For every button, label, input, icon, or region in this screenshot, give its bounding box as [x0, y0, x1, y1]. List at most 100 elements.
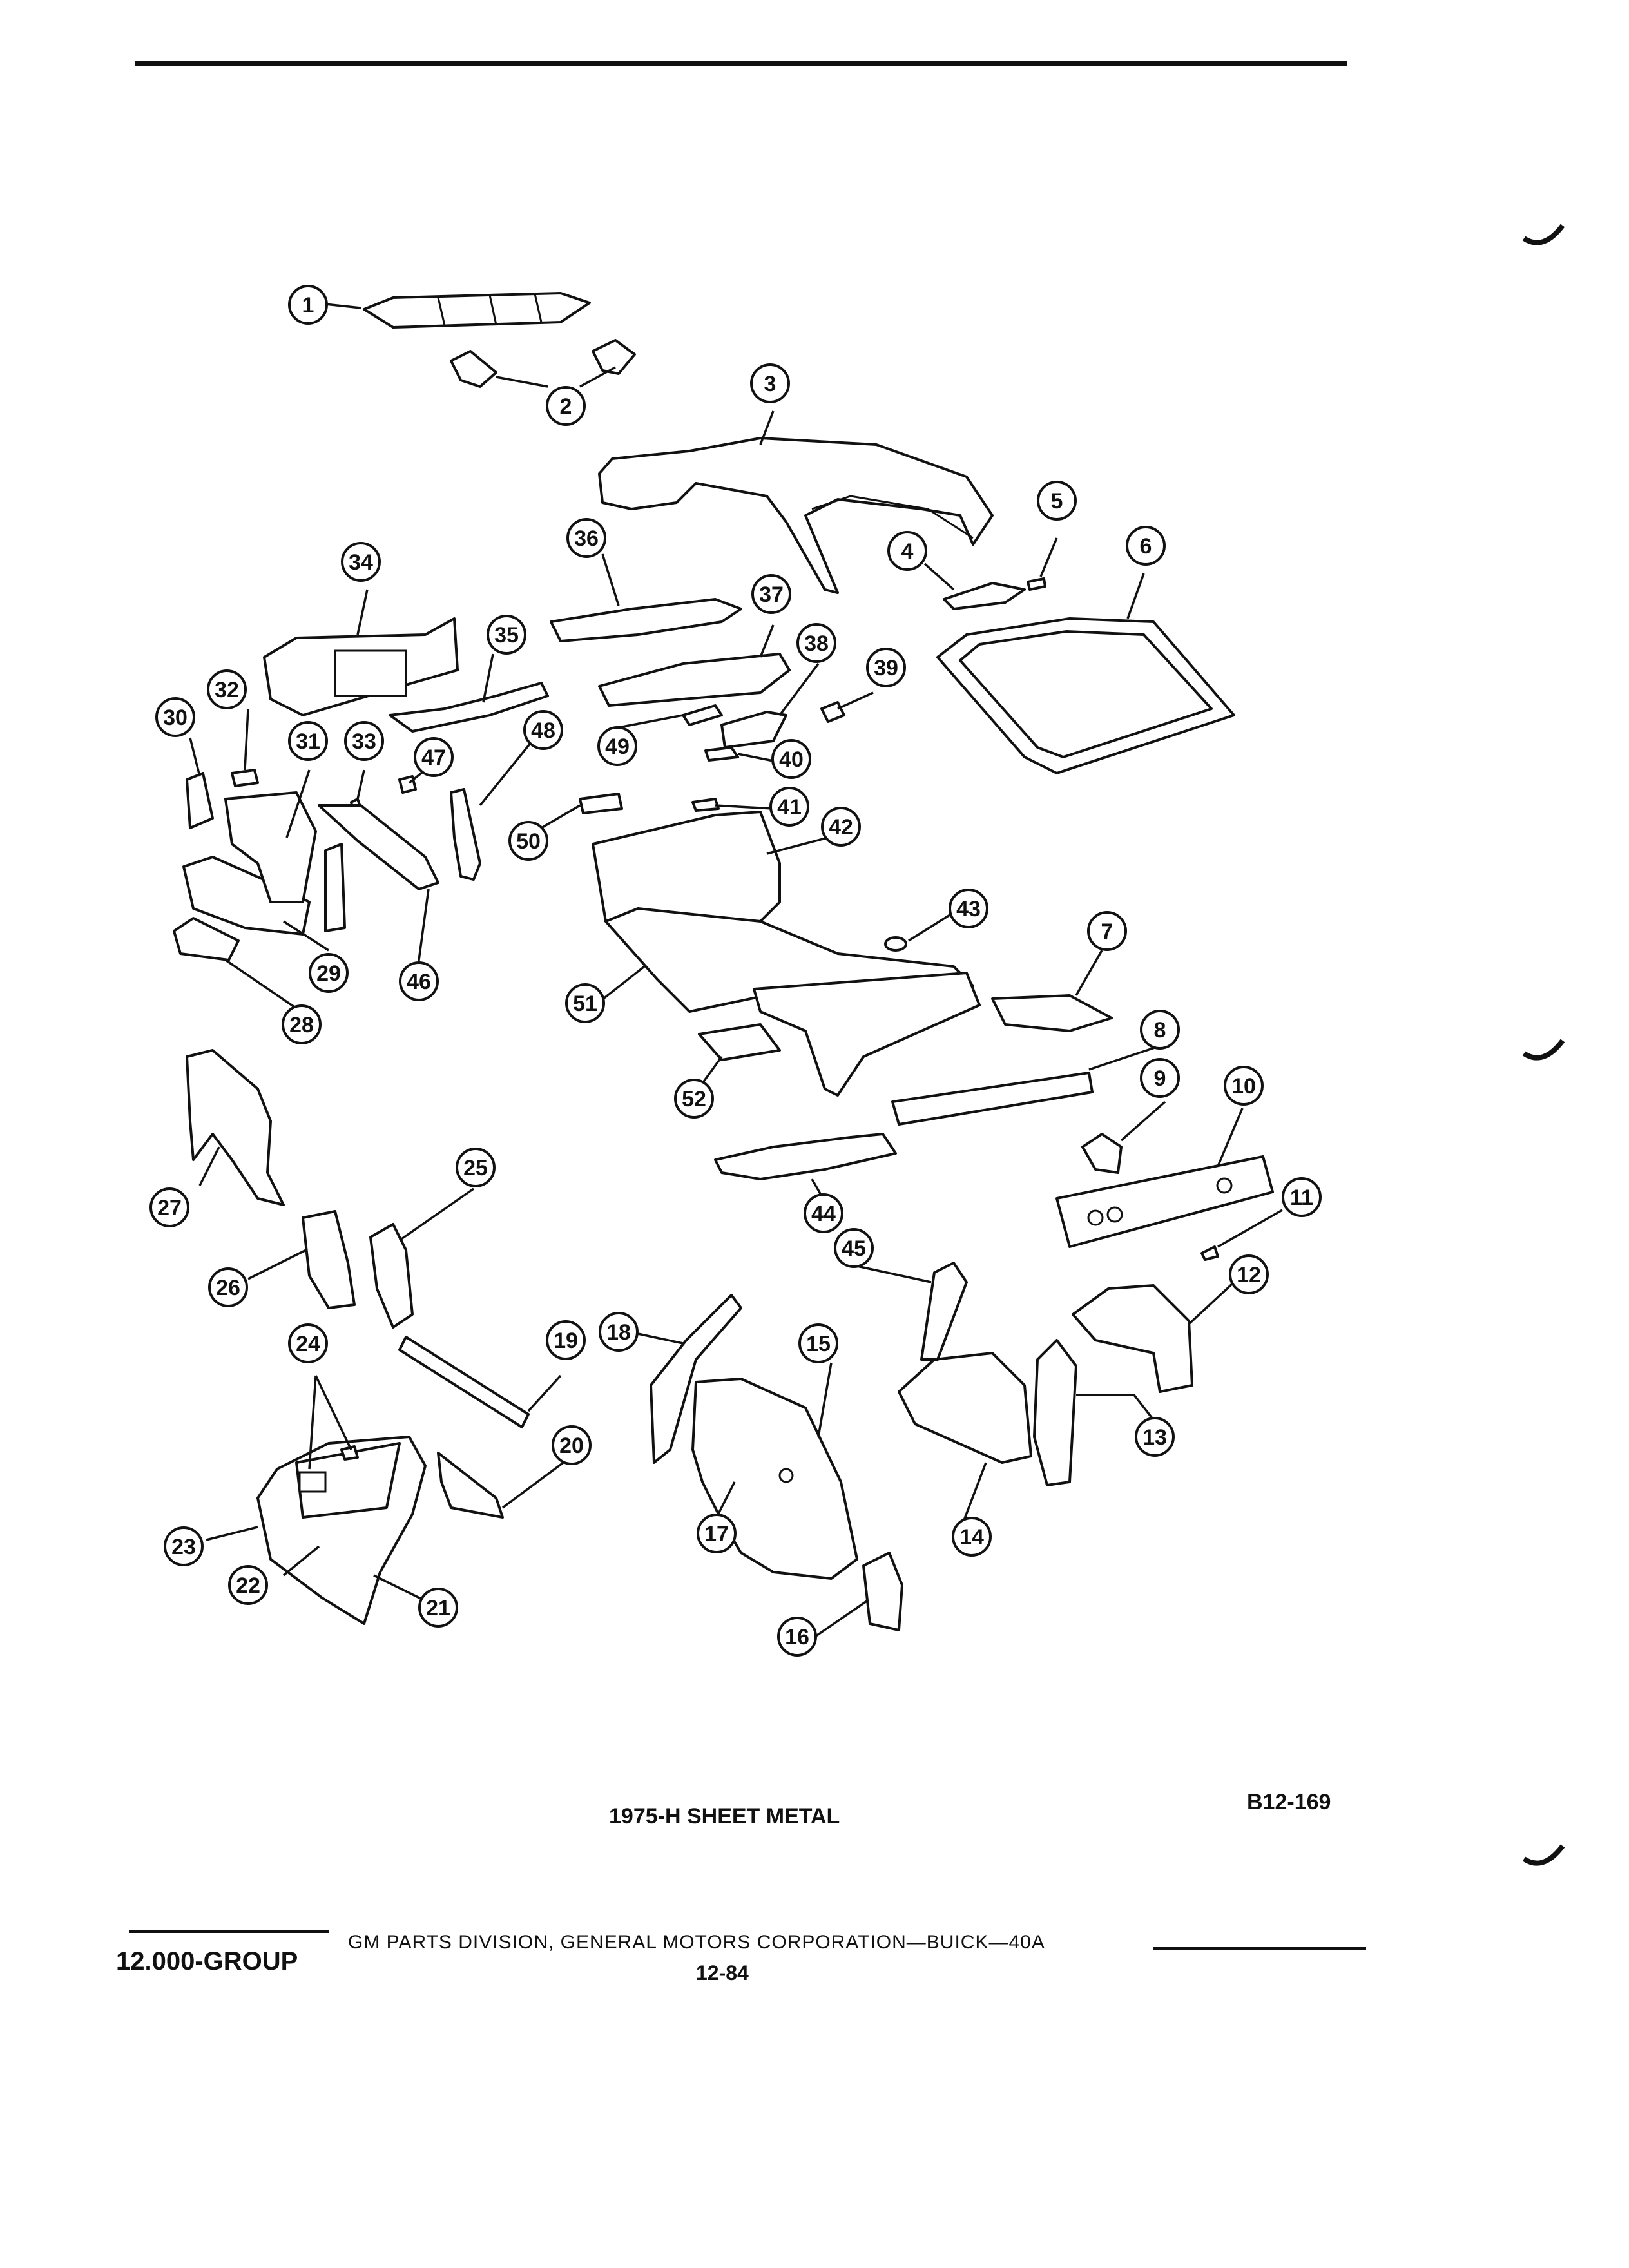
part-38-shape: [720, 711, 787, 749]
part-8-shape: [891, 1072, 1094, 1126]
callout-circle: [508, 821, 548, 861]
callout-number: 27: [157, 1196, 182, 1220]
part-3-shape: [598, 437, 994, 594]
callout-number: 48: [531, 718, 555, 743]
callout-circle: [1087, 911, 1127, 951]
callout-3: 3: [750, 363, 790, 403]
part-9-shape: [1081, 1133, 1123, 1174]
part-2-shape: [450, 350, 497, 388]
callout-circle: [309, 953, 349, 993]
top-rule: [135, 61, 1347, 66]
callout-number: 16: [785, 1625, 809, 1649]
callout-circle: [566, 518, 606, 558]
callout-number: 5: [1051, 489, 1063, 514]
callout-51: 51: [565, 983, 605, 1023]
callout-circle: [751, 574, 791, 614]
callout-number: 36: [574, 526, 599, 551]
callout-circle: [949, 889, 988, 928]
part-20-shape: [437, 1452, 504, 1519]
callout-circle: [1229, 1254, 1269, 1294]
footer-rule-left: [129, 1930, 329, 1933]
callout-number: 1: [302, 293, 314, 318]
callout-circle: [207, 669, 247, 709]
part-16-shape: [862, 1552, 903, 1631]
callout-29: 29: [309, 953, 349, 993]
callout-number: 28: [289, 1013, 314, 1037]
part-48-shape: [450, 788, 481, 881]
callout-52: 52: [674, 1079, 714, 1119]
callout-circle: [552, 1425, 592, 1465]
callout-49: 49: [597, 726, 637, 766]
part-39-shape: [820, 701, 845, 723]
callout-number: 10: [1231, 1074, 1256, 1099]
callout-circle: [599, 1312, 639, 1352]
callout-22: 22: [228, 1565, 268, 1605]
part-illustrations: [173, 292, 1274, 1631]
callout-number: 17: [704, 1522, 729, 1546]
callout-41: 41: [769, 787, 809, 827]
part-49-shape: [682, 704, 723, 726]
callout-9: 9: [1140, 1058, 1180, 1098]
part-7-shape: [991, 994, 1113, 1032]
figure-code: B12-169: [1247, 1790, 1331, 1814]
callout-number: 42: [829, 815, 853, 840]
part-4-shape: [943, 582, 1026, 610]
part-26-shape: [302, 1210, 356, 1309]
callout-number: 33: [352, 729, 376, 754]
callout-circle: [674, 1079, 714, 1119]
figure-caption: 1975-H SHEET METAL: [609, 1804, 840, 1829]
callout-number: 20: [559, 1434, 584, 1458]
callout-number: 29: [316, 961, 341, 986]
callout-40: 40: [771, 739, 811, 779]
page-number: 12-84: [696, 1961, 749, 1984]
callout-number: 12: [1237, 1263, 1261, 1287]
callout-circle: [834, 1228, 874, 1268]
part-18-shape: [650, 1294, 742, 1464]
footer-rule-right: [1153, 1947, 1366, 1950]
callout-7: 7: [1087, 911, 1127, 951]
callout-circle: [1037, 481, 1077, 521]
callout-circle: [798, 1323, 838, 1363]
callout-number: 7: [1101, 919, 1113, 944]
callout-number: 25: [463, 1156, 488, 1180]
callout-circle: [399, 961, 439, 1001]
callout-number: 32: [215, 678, 239, 702]
callout-circle: [282, 1004, 322, 1044]
part-36-shape: [550, 598, 742, 642]
callout-circle: [418, 1588, 458, 1628]
callout-circle: [288, 285, 328, 325]
callout-circle: [697, 1514, 737, 1553]
binder-tick-bottom: [1522, 1844, 1565, 1866]
callout-19: 19: [546, 1320, 586, 1360]
callout-5: 5: [1037, 481, 1077, 521]
callout-number: 34: [349, 550, 373, 575]
callout-46: 46: [399, 961, 439, 1001]
callout-number: 43: [956, 897, 981, 921]
callout-number: 4: [901, 539, 914, 564]
part-22-shape: [295, 1442, 401, 1519]
callout-circle: [597, 726, 637, 766]
callout-circle: [288, 721, 328, 761]
callout-12: 12: [1229, 1254, 1269, 1294]
callout-6: 6: [1126, 526, 1166, 566]
footer-division: GM PARTS DIVISION, GENERAL MOTORS CORPOR…: [348, 1932, 1045, 1953]
callout-number: 44: [811, 1202, 836, 1226]
callout-circle: [769, 787, 809, 827]
callout-number: 24: [296, 1332, 320, 1356]
callout-number: 51: [573, 992, 597, 1016]
callout-15: 15: [798, 1323, 838, 1363]
part-44-shape: [714, 1133, 897, 1180]
callout-circle: [750, 363, 790, 403]
callout-circle: [804, 1193, 843, 1233]
part-42-shape: [592, 811, 781, 929]
part-25-shape: [369, 1223, 414, 1329]
callout-20: 20: [552, 1425, 592, 1465]
callout-circle: [456, 1148, 496, 1187]
part-40-shape: [704, 746, 739, 762]
callout-21: 21: [418, 1588, 458, 1628]
callout-circle: [487, 615, 526, 655]
part-41-shape: [691, 798, 720, 812]
callout-circle: [952, 1517, 992, 1557]
